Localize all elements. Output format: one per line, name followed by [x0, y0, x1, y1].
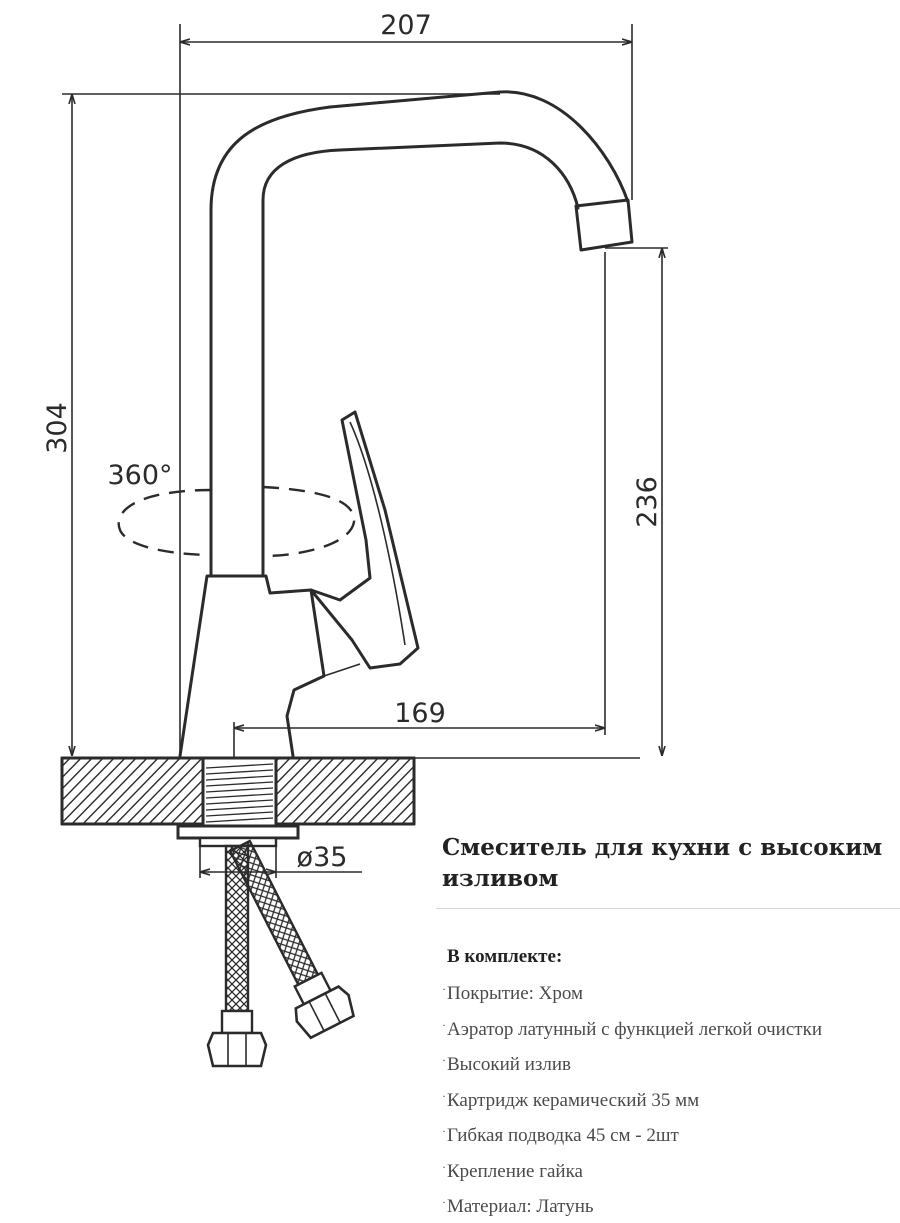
- hatch-line: [367, 776, 414, 824]
- hatch-line: [62, 758, 72, 768]
- dim-reach-label: 169: [394, 698, 446, 729]
- hatch-line: [81, 758, 149, 824]
- dimension-lines: 207 304 236 169 ø35 360°: [42, 10, 668, 878]
- faucet-base: [178, 574, 326, 758]
- bullet-dot: ·: [442, 1159, 446, 1174]
- hatch-line: [62, 758, 105, 802]
- thread-line: [205, 769, 274, 775]
- hatch-line: [62, 758, 116, 813]
- feature-item: ·Покрытие: Хром: [442, 974, 900, 1010]
- hatch-line: [400, 810, 414, 824]
- hatch-line: [125, 758, 193, 824]
- feature-item: ·Высокий излив: [442, 1045, 900, 1081]
- hose-right: [228, 839, 356, 1040]
- hatch-line: [136, 758, 204, 824]
- feature-item: ·Аэратор латунный с функцией легкой очис…: [442, 1010, 900, 1046]
- lever-joint: [323, 663, 361, 677]
- hose-right-nut: [294, 985, 356, 1040]
- hatch-line: [290, 758, 358, 824]
- hatch-line: [334, 758, 402, 824]
- bullet-dot: ·: [442, 1124, 446, 1138]
- feature-item: ·Картридж керамический 35 мм: [442, 1081, 900, 1117]
- thread-line: [205, 811, 274, 817]
- hatch-line: [345, 758, 413, 824]
- hatch-line: [411, 821, 414, 824]
- rotation-arc-right: [262, 485, 356, 558]
- thread-line: [205, 799, 274, 805]
- hatch-line: [312, 758, 380, 824]
- faucet: [117, 90, 634, 758]
- hatch-line: [62, 758, 83, 779]
- hose-left-ferrule: [220, 1009, 254, 1035]
- feature-text: Крепление гайка: [447, 1160, 583, 1182]
- hatch-line: [62, 758, 127, 824]
- mounting-washer: [176, 824, 300, 840]
- hatch-line: [356, 765, 414, 824]
- dim-height-label: 304: [42, 402, 73, 454]
- feature-text: Высокий излив: [447, 1054, 571, 1075]
- thread-line: [205, 763, 274, 769]
- flexible-hoses: [206, 839, 356, 1068]
- hatch-line: [429, 752, 505, 830]
- bullet-dot: ·: [442, 1017, 446, 1032]
- thread-line: [205, 781, 274, 787]
- feature-text: Аэратор латунный с функцией легкой очист…: [447, 1018, 822, 1040]
- feature-text: Картридж керамический 35 мм: [447, 1089, 700, 1111]
- mounting-stud: [176, 756, 300, 848]
- hatch-line: [301, 758, 369, 824]
- hatch-line: [473, 752, 549, 830]
- bullet-dot: ·: [442, 1053, 446, 1067]
- product-spec-panel: Смеситель для кухни с высоким изливом В …: [436, 832, 900, 1223]
- hatch-line: [462, 752, 538, 830]
- hatch-line: [440, 752, 516, 830]
- spout-inner-contour: [261, 141, 580, 578]
- lever-handle-edge: [349, 421, 406, 646]
- hatch-line: [103, 758, 171, 824]
- title-divider: [436, 908, 900, 909]
- thread-line: [205, 787, 274, 793]
- hatch-line: [70, 758, 138, 824]
- hose-left-nut: [206, 1031, 268, 1068]
- thread-line: [205, 805, 274, 811]
- hatch-line: [92, 758, 160, 824]
- rotation-label: 360°: [107, 460, 172, 491]
- mounting-nut: [198, 836, 278, 848]
- hatch-line: [451, 752, 527, 830]
- countertop: [60, 752, 640, 830]
- dim-width-label: 207: [380, 10, 432, 41]
- dim-diameter-label: ø35: [297, 842, 348, 873]
- bullet-dot: ·: [442, 1088, 446, 1103]
- kit-heading: В комплекте:: [447, 946, 563, 967]
- feature-text: Материал: Латунь: [447, 1196, 594, 1217]
- dim-spout-height-label: 236: [632, 476, 663, 528]
- product-title: Смеситель для кухни с высоким изливом: [442, 834, 883, 892]
- hatch-line: [378, 787, 414, 824]
- bullet-dot: ·: [442, 982, 446, 996]
- feature-list: ·Покрытие: Хром ·Аэратор латунный с функ…: [442, 974, 900, 1223]
- hatch-line: [62, 758, 94, 790]
- thread-line: [205, 793, 274, 799]
- feature-item: ·Крепление гайка: [442, 1152, 900, 1188]
- hatch-line: [389, 799, 414, 824]
- aerator: [574, 198, 634, 252]
- hatch-line: [114, 758, 182, 824]
- feature-item: ·Материал: Латунь: [442, 1187, 900, 1223]
- thread-line: [205, 775, 274, 781]
- thread-line: [205, 817, 274, 823]
- feature-item: ·Гибкая подводка 45 см - 2шт: [442, 1116, 900, 1152]
- hatch-line: [323, 758, 391, 824]
- feature-text: Покрытие: Хром: [447, 983, 584, 1004]
- spout-outer-contour: [209, 90, 630, 578]
- hatch-line: [418, 752, 494, 830]
- hatch-line: [279, 758, 347, 824]
- rotation-arc-left: [117, 488, 212, 557]
- bullet-dot: ·: [442, 1195, 446, 1209]
- feature-text: Гибкая подводка 45 см - 2шт: [447, 1125, 679, 1146]
- lever-handle: [309, 410, 420, 670]
- mounting-stud-thread: [205, 763, 274, 823]
